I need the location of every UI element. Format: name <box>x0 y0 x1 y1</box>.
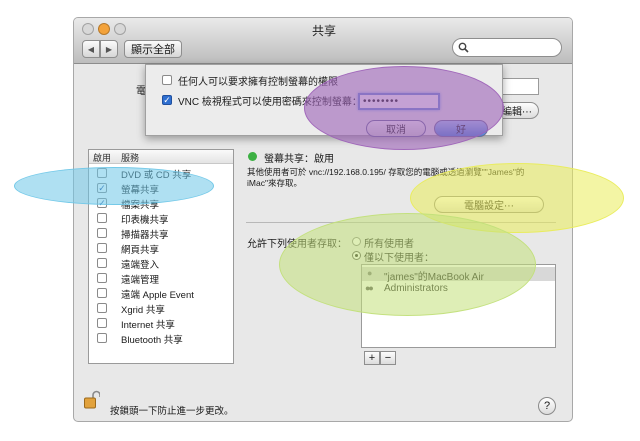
vnc-password-checkbox[interactable]: ✓ <box>162 95 172 105</box>
forward-arrow-icon: ▶ <box>105 44 113 54</box>
computer-name-label: 電 <box>136 86 146 97</box>
user-row-label: "james"的MacBook Air <box>384 272 484 283</box>
ok-button[interactable]: 好 <box>434 120 488 137</box>
zoom-window-button[interactable] <box>114 23 126 35</box>
lock-icon[interactable] <box>84 390 101 410</box>
radio-selected-dot <box>355 254 358 257</box>
status-text: 螢幕共享：啟用 <box>264 154 334 165</box>
edit-button-label: 編輯⋯ <box>502 107 532 118</box>
column-service-header: 服務 <box>121 153 140 163</box>
search-input[interactable] <box>452 38 562 57</box>
section-divider <box>246 222 556 223</box>
plus-icon: + <box>368 352 376 364</box>
service-checkbox[interactable] <box>97 228 107 238</box>
title-bar: 共享 ◀ ▶ 顯示全部 <box>74 18 572 64</box>
service-checkbox[interactable] <box>97 303 107 313</box>
group-icon: ●● <box>365 283 374 293</box>
access-privileges-sheet: 任何人可以要求擁有控制螢幕的權限 ✓ VNC 檢視程式可以使用密碼來控制螢幕： … <box>145 64 503 137</box>
service-label: 遠端 Apple Event <box>121 290 194 301</box>
description-line-2: iMac"來存取。 <box>247 178 302 188</box>
service-label: DVD 或 CD 共享 <box>121 170 192 181</box>
all-users-radio[interactable] <box>352 237 361 246</box>
minus-icon: − <box>384 352 392 364</box>
service-row[interactable]: 印表機共享 <box>89 211 233 226</box>
add-user-button[interactable]: + <box>364 351 380 365</box>
user-row-label: Administrators <box>384 283 448 294</box>
service-checkbox[interactable] <box>97 273 107 283</box>
only-these-users-label: 僅以下使用者： <box>364 253 434 264</box>
back-arrow-icon: ◀ <box>87 44 95 54</box>
service-label: 遠端管理 <box>121 275 160 286</box>
service-checkbox[interactable] <box>97 288 107 298</box>
description-line-1: 其他使用者可於 vnc://192.168.0.195/ 存取您的電腦或透過瀏覽… <box>247 167 525 177</box>
service-row[interactable]: ✓ 螢幕共享 <box>89 181 233 196</box>
lock-hint-text: 按鎖頭一下防止進一步更改。 <box>110 406 234 417</box>
vnc-password-label: VNC 檢視程式可以使用密碼來控制螢幕： <box>178 97 362 108</box>
service-row[interactable]: Bluetooth 共享 <box>89 331 233 346</box>
service-checkbox[interactable] <box>97 168 107 178</box>
service-label: 掃描器共享 <box>121 230 169 241</box>
request-permission-label: 任何人可以要求擁有控制螢幕的權限 <box>178 77 338 88</box>
ok-label: 好 <box>456 125 466 136</box>
service-checkbox[interactable]: ✓ <box>97 198 107 208</box>
services-list: 啟用 服務 DVD 或 CD 共享 ✓ 螢幕共享 ✓ 檔案共享印表機共享掃描器共享網頁共… <box>88 149 234 364</box>
service-checkbox[interactable] <box>97 333 107 343</box>
show-all-button[interactable]: 顯示全部 <box>124 40 182 58</box>
service-row[interactable]: Xgrid 共享 <box>89 301 233 316</box>
service-row[interactable]: ✓ 檔案共享 <box>89 196 233 211</box>
service-row[interactable]: 遠端登入 <box>89 256 233 271</box>
user-row[interactable]: ●● Administrators <box>362 282 555 296</box>
service-row[interactable]: 遠端 Apple Event <box>89 286 233 301</box>
service-row[interactable]: Internet 共享 <box>89 316 233 331</box>
computer-settings-label: 電腦設定⋯ <box>464 201 514 212</box>
services-list-header: 啟用 服務 <box>89 150 233 164</box>
service-checkbox[interactable] <box>97 258 107 268</box>
service-row[interactable]: 遠端管理 <box>89 271 233 286</box>
window-title: 共享 <box>311 24 336 38</box>
computer-settings-button[interactable]: 電腦設定⋯ <box>434 196 544 213</box>
request-permission-checkbox[interactable] <box>162 75 172 85</box>
user-row[interactable]: ● "james"的MacBook Air <box>362 267 555 283</box>
service-label: 遠端登入 <box>121 260 160 271</box>
service-label: Internet 共享 <box>121 320 175 331</box>
service-label: Bluetooth 共享 <box>121 335 183 346</box>
back-button[interactable]: ◀ <box>82 40 100 58</box>
show-all-label: 顯示全部 <box>131 44 175 56</box>
service-row[interactable]: 掃描器共享 <box>89 226 233 241</box>
column-on-header: 啟用 <box>93 153 112 163</box>
sharing-window: 共享 ◀ ▶ 顯示全部 電 編輯⋯ 啟用 服務 DVD 或 CD 共享 ✓ 螢幕共享… <box>73 17 573 422</box>
computer-name-field[interactable] <box>499 78 539 95</box>
service-checkbox[interactable] <box>97 243 107 253</box>
service-row[interactable]: 網頁共享 <box>89 241 233 256</box>
allowed-users-list: ● "james"的MacBook Air ●● Administrators <box>361 264 556 348</box>
service-checkbox[interactable] <box>97 318 107 328</box>
service-row[interactable]: DVD 或 CD 共享 <box>89 166 233 181</box>
screen-sharing-description: 其他使用者可於 vnc://192.168.0.195/ 存取您的電腦或透過瀏覽… <box>247 167 547 189</box>
all-users-label: 所有使用者 <box>364 239 414 250</box>
search-icon <box>458 42 469 53</box>
user-icon: ● <box>367 268 373 278</box>
minimize-window-button[interactable] <box>98 23 110 35</box>
only-these-users-radio[interactable] <box>352 251 361 260</box>
forward-button[interactable]: ▶ <box>100 40 118 58</box>
help-button[interactable]: ? <box>538 397 556 415</box>
service-checkbox[interactable]: ✓ <box>97 183 107 193</box>
service-label: 網頁共享 <box>121 245 160 256</box>
cancel-label: 取消 <box>386 125 406 136</box>
service-label: 印表機共享 <box>121 215 169 226</box>
cancel-button[interactable]: 取消 <box>366 120 426 137</box>
close-window-button[interactable] <box>82 23 94 35</box>
service-label: 檔案共享 <box>121 200 160 211</box>
allow-access-label: 允許下列使用者存取： <box>247 239 347 250</box>
service-label: Xgrid 共享 <box>121 305 165 316</box>
service-label: 螢幕共享 <box>121 185 160 196</box>
service-checkbox[interactable] <box>97 213 107 223</box>
status-indicator-icon <box>248 152 257 161</box>
vnc-password-field[interactable]: •••••••• <box>358 93 440 110</box>
remove-user-button[interactable]: − <box>380 351 396 365</box>
help-icon: ? <box>543 400 551 412</box>
